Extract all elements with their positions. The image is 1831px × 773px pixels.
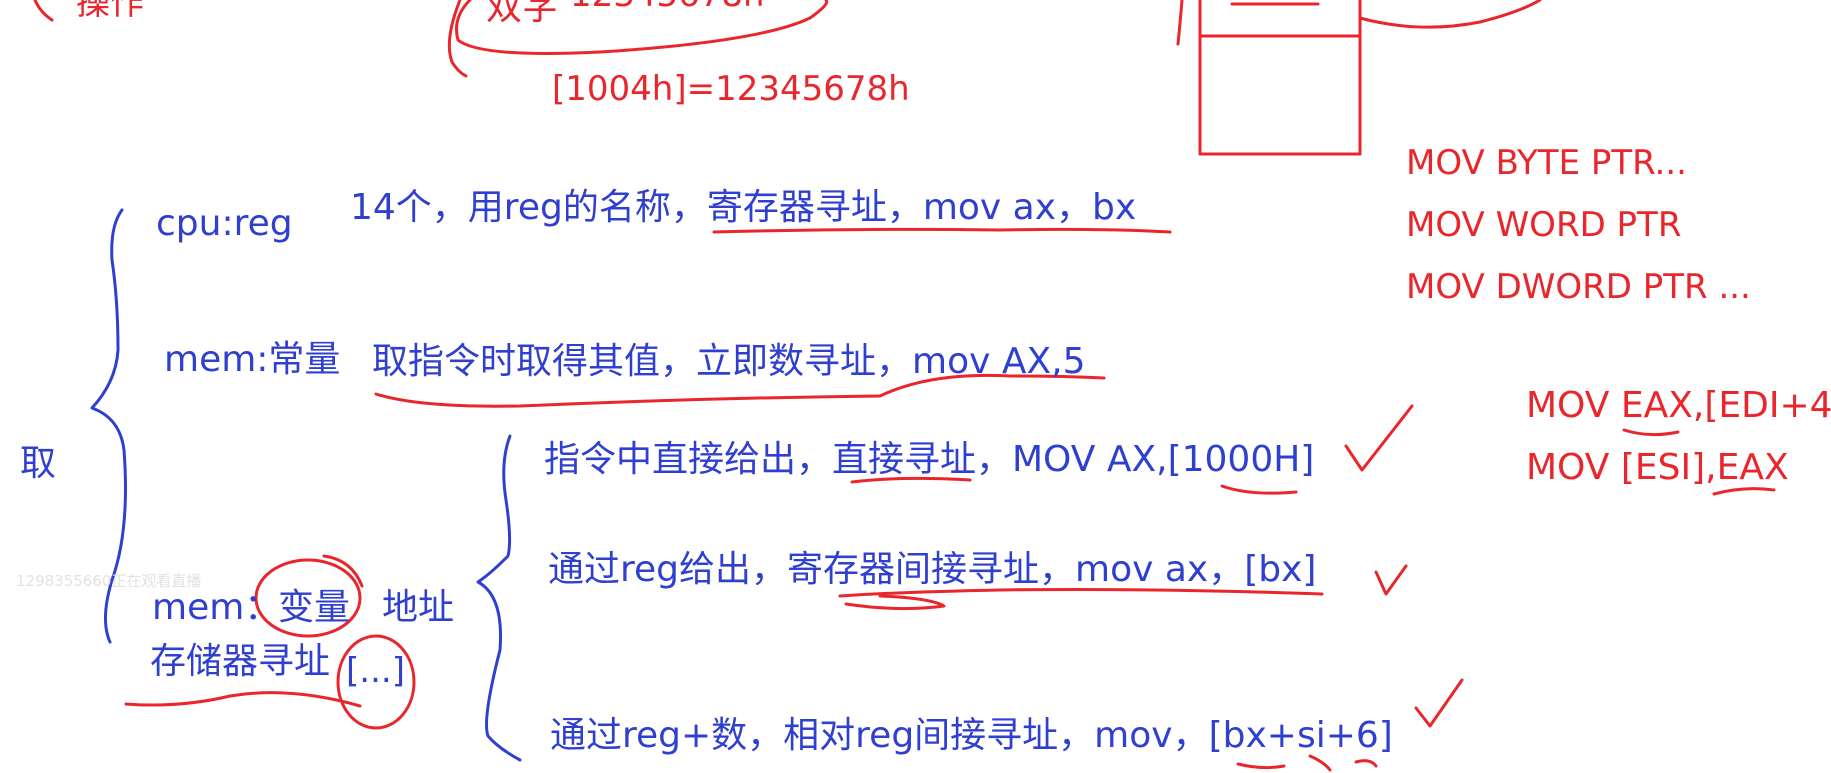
top-left-bracket-stroke [33, 0, 54, 22]
memory-right-arc [1358, 0, 1542, 29]
direct-addressing-line: 指令中直接给出，直接寻址，MOV AX,[1000H] [544, 439, 1315, 480]
mov-dword-ptr: MOV DWORD PTR ... [1406, 267, 1751, 307]
double-word-circle-stroke [455, 0, 829, 55]
immediate-underline [374, 373, 1106, 408]
dots-circle [336, 634, 416, 730]
check-mark-reg-indirect [1374, 564, 1408, 596]
eax-underline [1622, 428, 1680, 437]
mov-word-ptr: MOV WORD PTR [1406, 205, 1682, 245]
reg-indirect-squiggle [844, 594, 946, 611]
mem-address-label: 地址 [382, 587, 455, 628]
double-word-label: 双字 [486, 0, 559, 28]
mem-variable-word: 变量 [278, 587, 351, 628]
mov-esi-eax: MOV [ESI],EAX [1526, 447, 1789, 488]
mem-constant-label: mem:常量 [164, 339, 341, 380]
addr-1000-underline [1220, 484, 1298, 495]
storage-underline [124, 691, 362, 708]
rel-indirect-underline [1236, 754, 1378, 772]
register-indirect-line: 通过reg给出，寄存器间接寻址，mov ax，[bx] [548, 549, 1317, 590]
variable-circle-tail [322, 554, 364, 588]
check-mark-direct [1344, 404, 1414, 472]
relative-indirect-line: 通过reg+数，相对reg间接寻址，mov，[bx+si+6] [550, 715, 1393, 756]
operation-label: 操作 [76, 0, 144, 23]
direct-underline [850, 476, 972, 484]
check-mark-rel-indirect [1414, 678, 1464, 728]
immediate-addressing-line: 取指令时取得其值，立即数寻址，mov AX,5 [372, 341, 1086, 382]
memory-left-arc [1176, 0, 1184, 46]
take-brace [90, 208, 127, 644]
bracket-dots: [...] [346, 651, 405, 691]
mov-byte-ptr: MOV BYTE PTR... [1406, 143, 1687, 183]
mem-variable-prefix: mem： [152, 587, 281, 628]
variable-circle [254, 558, 362, 638]
double-word-left-stroke [447, 0, 468, 78]
eax-second-underline [1712, 487, 1776, 496]
cpu-reg-label: cpu:reg [156, 203, 293, 244]
double-word-value: 12345678h [570, 0, 765, 12]
memory-equation: [1004h]=12345678h [552, 69, 910, 109]
mov-eax-edi: MOV EAX,[EDI+4] [1526, 385, 1831, 426]
address-brace [476, 434, 522, 762]
storage-addressing-label: 存储器寻址 [150, 641, 331, 682]
register-addressing-line: 14个，用reg的名称，寄存器寻址，mov ax，bx [350, 187, 1137, 228]
live-viewer-watermark: 1298355660正在观看直播 [16, 572, 202, 590]
reg-indirect-underline [838, 588, 1324, 598]
take-label: 取 [20, 443, 57, 484]
reg-addr-underline [712, 227, 1172, 234]
